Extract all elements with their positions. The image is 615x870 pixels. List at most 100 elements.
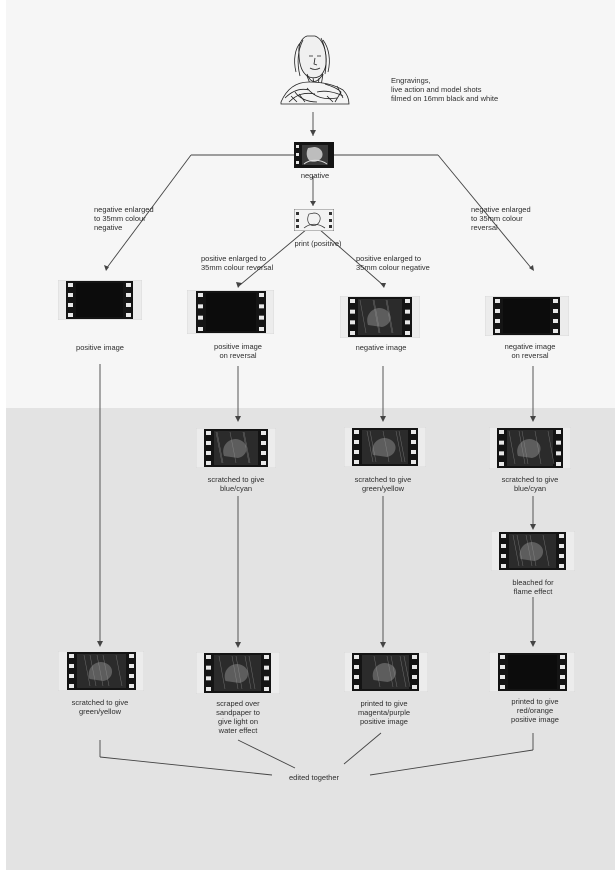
film-strip-col2-a: [186, 289, 275, 335]
arrowhead-midright: [380, 283, 386, 288]
sprocket-hole: [411, 460, 416, 464]
sprocket-hole: [350, 309, 355, 314]
film-scratch: [508, 430, 516, 465]
label-line: printed to give: [511, 697, 559, 706]
film-scratch: [373, 655, 381, 688]
edited-together-label: edited together: [288, 773, 340, 782]
sprocket-hole: [198, 304, 203, 309]
film-strip-graphic: [57, 650, 145, 692]
sprocket-hole: [405, 309, 410, 314]
sprocket-hole: [198, 315, 203, 320]
arrowhead-left-branch: [104, 265, 109, 271]
label-line: negative: [94, 223, 123, 232]
connector-final-col1: [99, 756, 273, 776]
sprocket-hole: [261, 431, 266, 435]
film-strip-col4-d: [488, 651, 576, 693]
film-image-area: [206, 293, 256, 331]
film-strip-col2-d: [195, 651, 281, 695]
sprocket-hole: [501, 564, 506, 568]
film-scratch: [102, 654, 110, 687]
col3-b-label: scratched to give green/yellow: [355, 475, 412, 493]
film-strip-graphic: [57, 279, 143, 321]
sprocket-hole: [495, 309, 500, 313]
label-line: give light on: [217, 717, 259, 726]
film-strip-graphic: [490, 530, 576, 572]
label-line: positive image: [360, 717, 408, 726]
film-strip-col3-b: [343, 426, 427, 468]
film-scratch: [359, 299, 367, 334]
sprocket-hole: [500, 675, 505, 679]
film-strip-graphic: [195, 427, 277, 469]
label-line: positive image: [214, 342, 262, 351]
film-strip-graphic: [186, 289, 275, 335]
sprocket-hole: [553, 299, 558, 303]
sprocket-hole: [501, 544, 506, 548]
sprocket-hole: [68, 293, 73, 297]
film-scratch: [369, 430, 377, 463]
film-scratch: [89, 654, 97, 687]
col4-c-label: bleached for flame effect: [512, 578, 553, 596]
sprocket-hole: [69, 654, 74, 658]
sprocket-hole: [126, 313, 131, 317]
negative-label: negative: [300, 171, 330, 180]
label-line: 35mm colour reversal: [201, 263, 274, 272]
film-scratch: [248, 655, 256, 690]
sprocket-hole: [354, 655, 359, 659]
label-line: flame effect: [513, 587, 553, 596]
label-line: negative image: [355, 343, 407, 352]
sprocket-hole: [560, 675, 565, 679]
print-label: print (positive): [294, 239, 342, 248]
sprocket-hole: [206, 665, 211, 670]
label-line: on reversal: [511, 351, 549, 360]
sprocket-hole: [206, 451, 211, 455]
sprocket-hole: [259, 293, 264, 297]
sprocket-hole: [129, 664, 134, 668]
sprocket-hole: [69, 674, 74, 678]
label-line: scratched to give: [354, 475, 412, 484]
connector-print-midright: [318, 228, 384, 286]
sprocket-hole: [405, 331, 410, 335]
label-line: scratched to give: [207, 475, 265, 484]
film-frame-print: [293, 208, 335, 232]
film-image-area: [508, 655, 557, 689]
film-strip-col3-a: [339, 295, 421, 339]
sprocket-hole: [553, 319, 558, 323]
sprocket-hole: [261, 441, 266, 445]
sprocket-hole: [559, 564, 564, 568]
film-image-area: [503, 299, 550, 333]
source-label-line: Engravings,: [391, 76, 431, 85]
sprocket-hole: [412, 675, 417, 679]
sprocket-hole: [500, 685, 505, 689]
arrowhead-col4-a: [530, 416, 536, 422]
sprocket-hole: [126, 293, 131, 297]
film-image-detail: [367, 307, 391, 327]
film-scratch: [385, 299, 393, 334]
sprocket-hole: [350, 320, 355, 325]
arrowhead-col3-a: [380, 416, 386, 422]
sprocket-hole: [405, 320, 410, 325]
sprocket-hole: [500, 665, 505, 669]
label-line: blue/cyan: [219, 484, 253, 493]
film-strip-graphic: [488, 426, 572, 470]
col2-b-label: scratched to give blue/cyan: [208, 475, 265, 493]
film-scratch: [115, 654, 123, 687]
sprocket-hole: [264, 687, 269, 691]
sprocket-hole: [553, 309, 558, 313]
sprocket-hole: [556, 430, 561, 434]
arrowhead-negative: [310, 130, 316, 136]
film-scratch: [244, 655, 252, 690]
sprocket-hole: [560, 665, 565, 669]
film-scratch: [386, 655, 394, 688]
film-scratch: [83, 654, 91, 687]
label-line: red/orange: [516, 706, 554, 715]
sprocket-hole: [412, 655, 417, 659]
label-line: scraped over: [216, 699, 260, 708]
connector-final-col2: [237, 739, 296, 769]
film-scratch: [216, 431, 224, 464]
film-scratch: [382, 430, 390, 463]
sprocket-hole: [259, 315, 264, 320]
page-edge: [0, 0, 6, 870]
film-strip-col1-d: [57, 650, 145, 692]
connector-final-col3: [343, 732, 382, 765]
